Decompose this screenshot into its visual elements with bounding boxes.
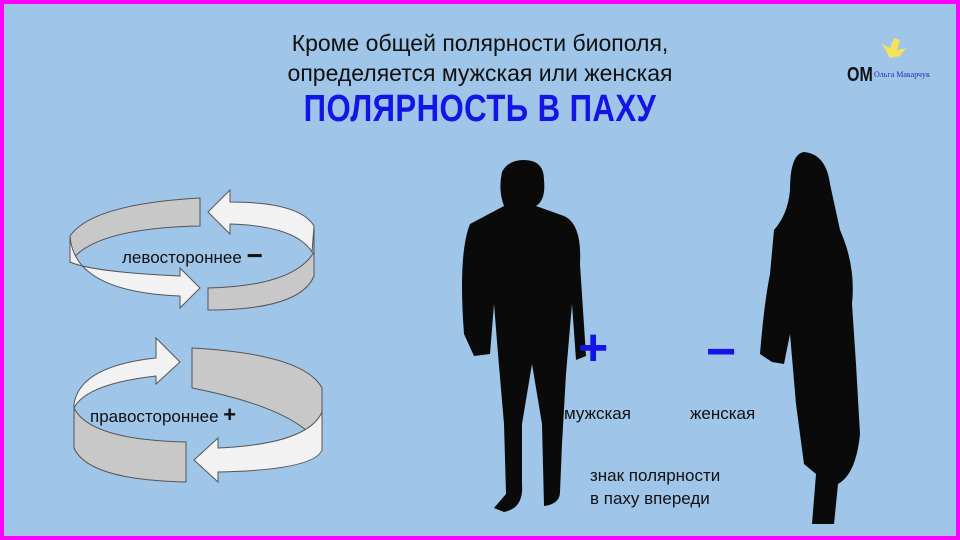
logo-name: Ольга Макарчук — [874, 70, 930, 79]
male-label: мужская — [564, 404, 631, 423]
logo-initials: OM — [847, 64, 873, 86]
polarity-note: знак полярности в паху впереди — [590, 464, 720, 510]
note-line-1: знак полярности — [590, 466, 721, 485]
right-rotation-arrow-icon — [73, 336, 323, 484]
rotation-label-right: правостороннее + — [90, 402, 236, 428]
left-rotation-arrow-icon — [69, 188, 315, 311]
female-minus-sign: − — [706, 323, 737, 381]
subtitle-line-1: Кроме общей полярности биополя, — [291, 30, 669, 56]
subtitle-line-2: определяется мужская или женская — [287, 60, 673, 86]
male-plus-sign: + — [578, 319, 609, 377]
headline: ПОЛЯРНОСТЬ В ПАХУ — [303, 88, 657, 130]
subtitle: Кроме общей полярности биополя, определя… — [4, 28, 956, 88]
rotation-label-text: левостороннее — [122, 248, 242, 267]
female-label: женская — [690, 404, 756, 423]
plus-sign: + — [223, 402, 237, 427]
illustrations — [69, 38, 906, 524]
note-line-2: в паху впереди — [590, 489, 710, 508]
woman-silhouette — [760, 152, 860, 524]
rotation-label-left: левостороннее − — [122, 238, 263, 271]
man-silhouette — [462, 160, 586, 512]
dove-icon — [882, 38, 906, 58]
rotation-label-text: правостороннее — [90, 407, 219, 426]
minus-sign: − — [246, 240, 263, 271]
